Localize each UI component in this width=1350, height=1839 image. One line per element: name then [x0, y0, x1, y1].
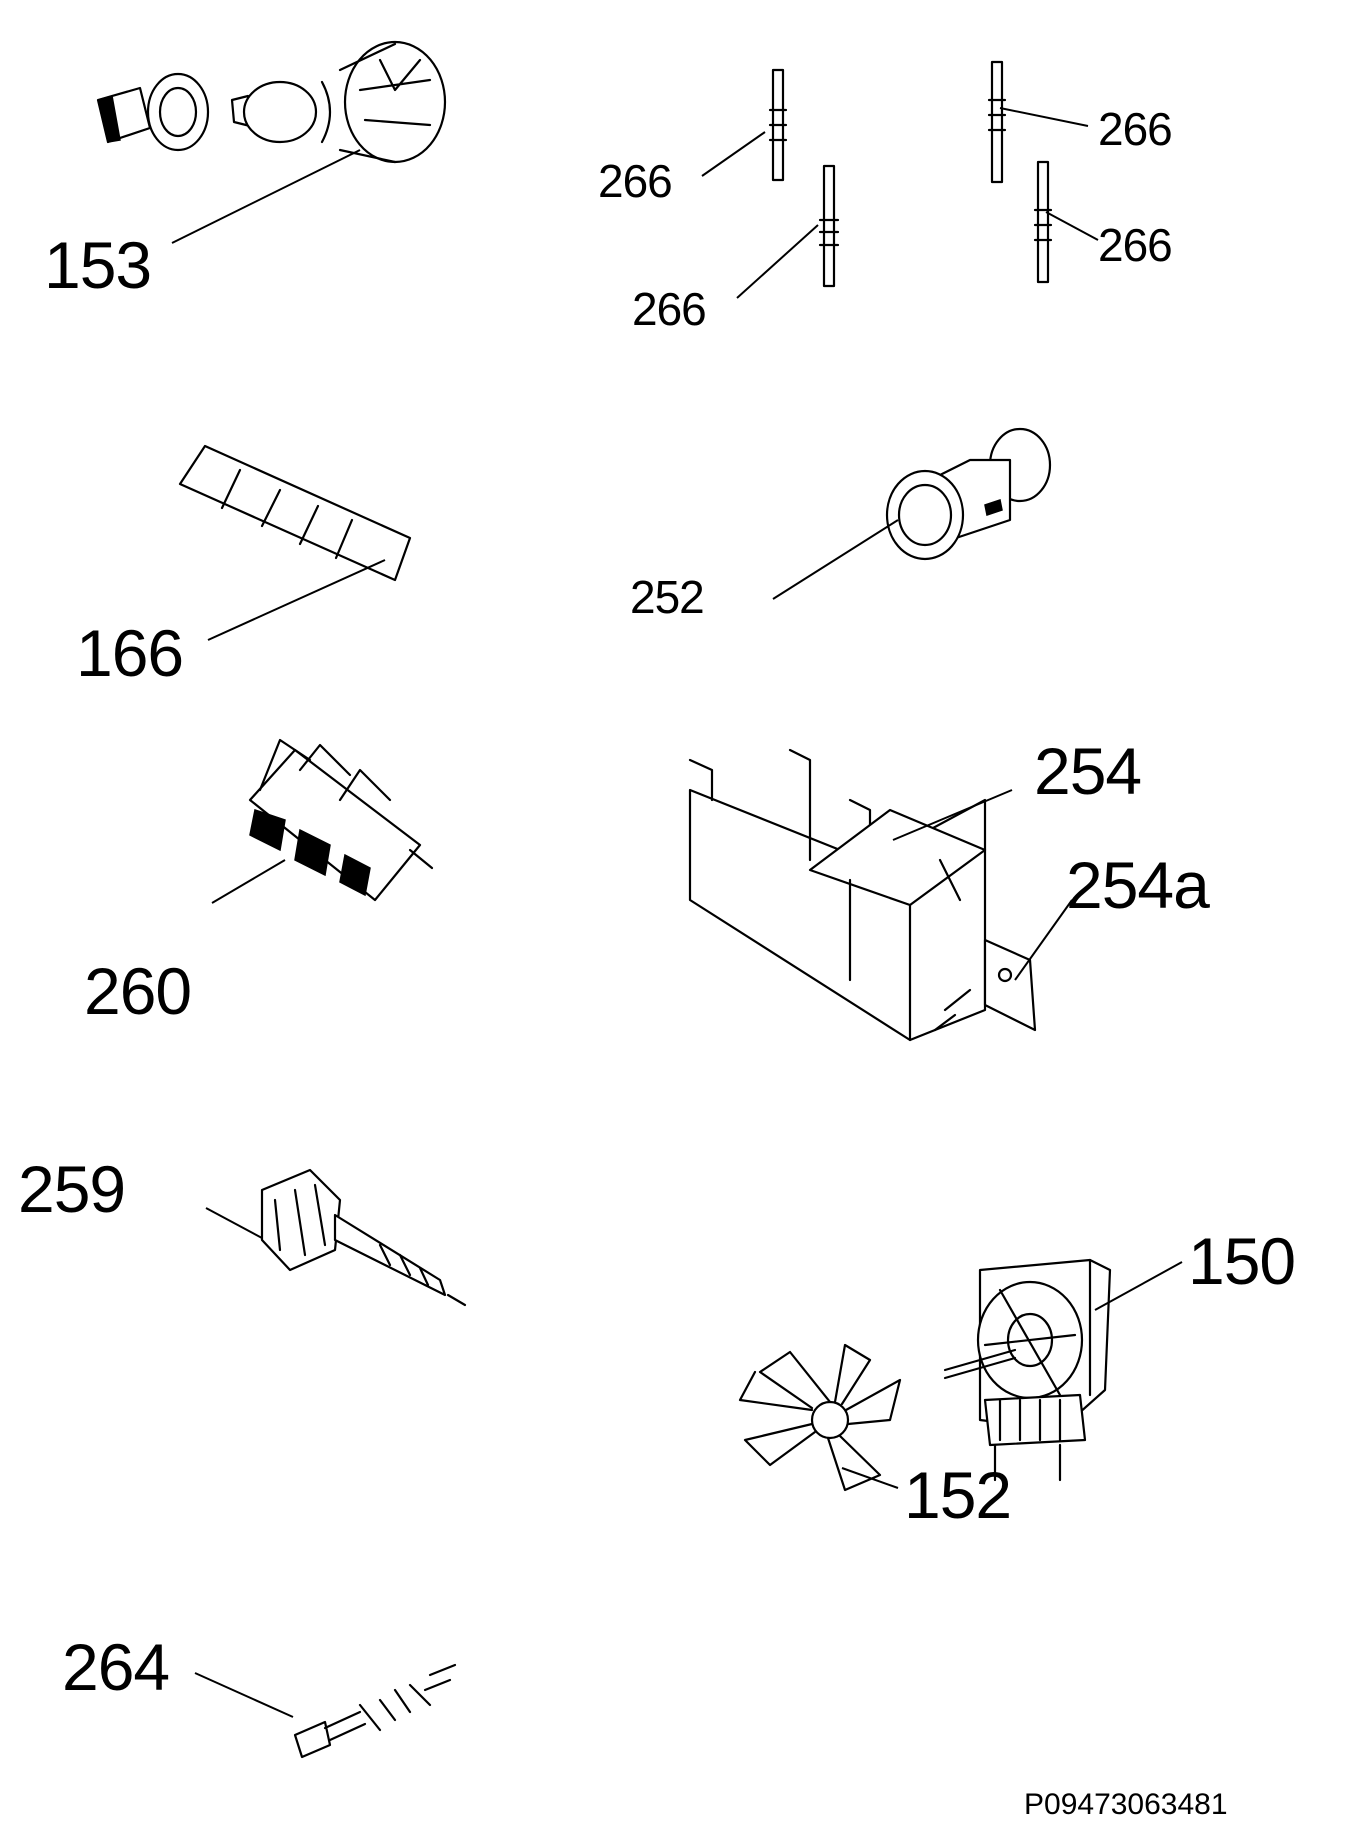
label-254a: 254a	[1066, 848, 1210, 922]
part-152-fan-blade	[738, 1343, 902, 1492]
leader-266-a	[701, 131, 766, 177]
part-260-switch	[248, 738, 434, 902]
label-266-d: 266	[1098, 219, 1173, 271]
part-264-sensor	[293, 1663, 457, 1759]
leader-266-c	[999, 107, 1089, 127]
label-153: 153	[44, 228, 152, 302]
part-259-thermostat	[260, 1168, 467, 1307]
label-254: 254	[1034, 734, 1142, 808]
leader-152	[841, 1467, 899, 1489]
part-150-fan-motor	[943, 1258, 1112, 1482]
part-254-ignition-box	[688, 748, 1037, 1042]
leader-153	[171, 149, 361, 244]
label-266-a: 266	[598, 155, 673, 207]
part-266-pins	[768, 60, 1053, 288]
label-260: 260	[84, 954, 192, 1028]
label-266-c: 266	[1098, 103, 1173, 155]
part-153-lamp-assembly	[96, 40, 447, 164]
leader-266-b	[736, 224, 819, 299]
label-252: 252	[630, 571, 705, 623]
leader-252	[772, 519, 899, 600]
label-259: 259	[18, 1152, 126, 1226]
leader-166	[207, 559, 386, 641]
leader-266-d	[1045, 211, 1099, 241]
label-166: 166	[76, 616, 184, 690]
leader-254	[892, 789, 1013, 841]
leader-259	[205, 1207, 263, 1239]
part-166-tape-strip	[178, 444, 412, 582]
label-152: 152	[904, 1458, 1012, 1532]
reference-code: P09473063481	[1024, 1788, 1228, 1821]
leader-lines	[171, 107, 1183, 1718]
leader-260	[211, 859, 286, 904]
label-266-b: 266	[632, 283, 707, 335]
part-252-lamp	[885, 427, 1052, 561]
leader-150	[1094, 1261, 1183, 1311]
label-264: 264	[62, 1630, 170, 1704]
leader-254a	[1014, 899, 1073, 981]
label-150: 150	[1188, 1224, 1296, 1298]
leader-264	[194, 1672, 294, 1718]
